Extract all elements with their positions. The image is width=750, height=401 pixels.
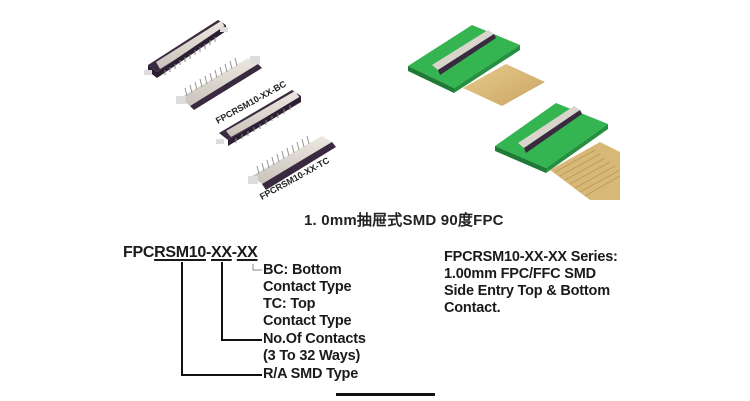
assembly-illustrations xyxy=(408,25,620,200)
ffc-cable xyxy=(463,64,545,106)
part-contacts-code: XX xyxy=(211,244,232,261)
figure-caption: 1. 0mm抽屉式SMD 90度FPC xyxy=(304,212,504,229)
callout-smd-type: R/A SMD Type xyxy=(263,366,359,382)
series-line-1: FPCRSM10-XX-XX Series: xyxy=(444,249,618,265)
series-description: FPCRSM10-XX-XX Series: 1.00mm FPC/FFC SM… xyxy=(444,249,618,317)
callout-tc: TC: Top xyxy=(263,296,316,312)
part-contact-type-code: XX xyxy=(236,244,258,261)
series-line-2: 1.00mm FPC/FFC SMD xyxy=(444,266,596,282)
part-sep-1: - xyxy=(205,244,211,261)
pcb-assembly-1 xyxy=(408,25,520,93)
connector-illustrations xyxy=(144,20,336,190)
connector-tc-pins xyxy=(248,135,336,190)
series-line-3: Side Entry Top & Bottom xyxy=(444,283,610,299)
callout-tc-type: Contact Type xyxy=(263,313,352,329)
part-sep-2: - xyxy=(231,244,237,261)
fpc-cable xyxy=(550,142,620,200)
part-prefix: FPC xyxy=(123,244,155,261)
connector-tc-body xyxy=(216,90,301,146)
connector-bc-pins xyxy=(176,56,262,110)
bottom-rule xyxy=(336,393,435,396)
connector-bc-body xyxy=(144,20,228,78)
part-type-code: RSM10 xyxy=(154,244,206,261)
pcb-assembly-2 xyxy=(495,103,608,173)
callout-bc-type: Contact Type xyxy=(263,279,352,295)
series-line-4: Contact. xyxy=(444,300,501,316)
callout-contacts: No.Of Contacts xyxy=(263,331,366,347)
callout-bc: BC: Bottom xyxy=(263,262,342,278)
part-number: FPCRSM10-XX-XX xyxy=(123,244,258,262)
callout-contacts-range: (3 To 32 Ways) xyxy=(263,348,361,364)
